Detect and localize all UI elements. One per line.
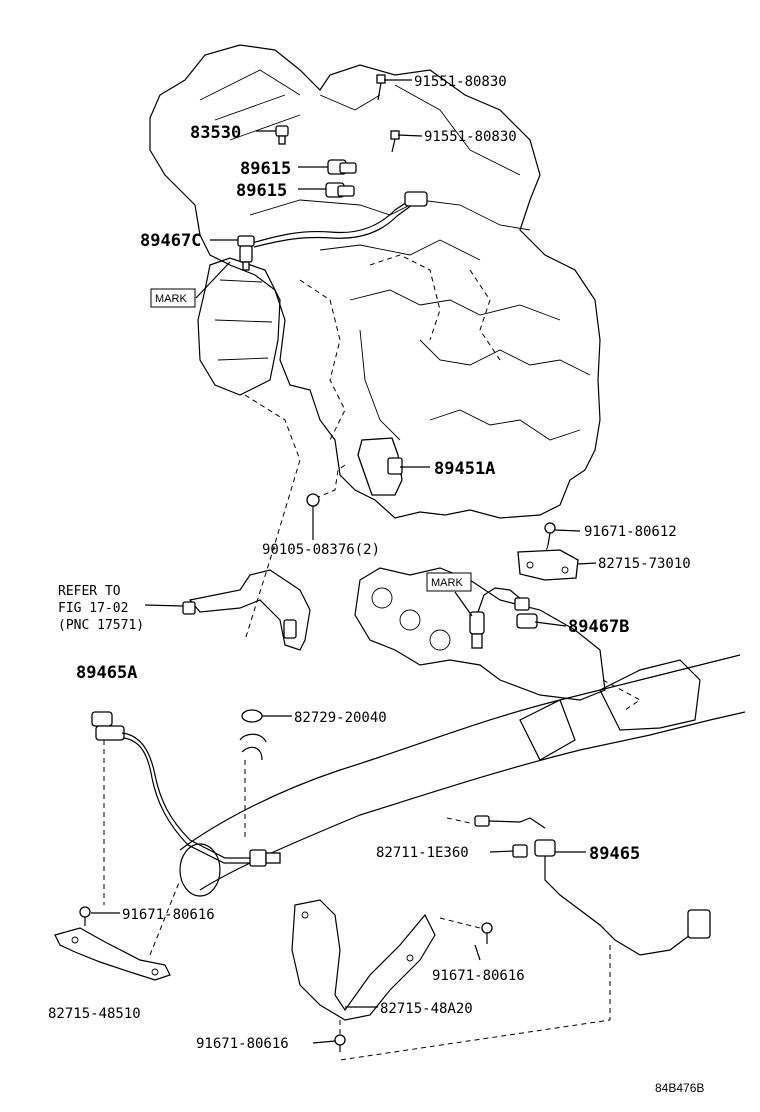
label-91671-80612: 91671-80612	[584, 524, 677, 540]
label-89451a: 89451A	[434, 459, 495, 479]
label-90105-08376: 90105-08376(2)	[262, 542, 380, 558]
clip-82711-1e360	[512, 844, 528, 858]
refer-note-line1: REFER TO	[58, 584, 121, 599]
label-89615-upper: 89615	[240, 159, 291, 179]
connector-89467c	[404, 191, 428, 207]
label-82715-48a20: 82715-48A20	[380, 1001, 473, 1017]
bracket-refer-fig	[182, 569, 311, 651]
sensor-89451a	[357, 437, 403, 496]
refer-note-line3: (PNC 17571)	[58, 618, 144, 633]
label-89467c: 89467C	[140, 231, 201, 251]
label-82715-73010: 82715-73010	[598, 556, 691, 572]
refer-note-line2: FIG 17-02	[58, 601, 128, 616]
sensor-89465a	[91, 711, 281, 867]
sensor-89465	[474, 815, 711, 956]
label-91671-80616-left: 91671-80616	[122, 907, 215, 923]
bracket-82715-73010	[517, 549, 579, 581]
sensor-89467b	[469, 587, 538, 649]
bolt-91671-80616-mid	[481, 922, 493, 944]
mark-label-lower: MARK	[431, 577, 463, 589]
label-82711-1e360: 82711-1E360	[376, 845, 469, 861]
bolt-90105	[306, 493, 320, 520]
harness-89467c	[251, 199, 411, 244]
label-82729-20040: 82729-20040	[294, 710, 387, 726]
label-91551-80830-upper: 91551-80830	[414, 74, 507, 90]
label-91671-80616-mid: 91671-80616	[432, 968, 525, 984]
switch-83530	[275, 125, 289, 145]
label-89465: 89465	[589, 844, 640, 864]
bracket-82715-48510	[54, 927, 171, 981]
label-89467b: 89467B	[568, 617, 629, 637]
bracket-82715-48A20	[291, 899, 436, 1021]
exhaust-manifold	[354, 567, 606, 701]
sensor-89467c	[237, 235, 255, 271]
mark-box-lower	[426, 572, 472, 592]
illustration-code: 84B476B	[655, 1081, 704, 1095]
label-91671-80616-bottom: 91671-80616	[196, 1036, 289, 1052]
engine-assembly	[149, 44, 601, 641]
bolt-91551-lower	[390, 130, 400, 153]
clamp-82729-20040	[239, 709, 267, 761]
label-82715-48510: 82715-48510	[48, 1006, 141, 1022]
label-83530: 83530	[190, 123, 241, 143]
bolt-91671-80616-left	[79, 906, 91, 926]
bolt-91671-80612	[544, 522, 556, 546]
knock-sensor-89615-upper	[327, 159, 357, 175]
knock-sensor-89615-lower	[325, 182, 355, 198]
mark-label-upper: MARK	[155, 293, 187, 305]
mark-box-upper	[150, 288, 196, 308]
bolt-91671-80616-bottom	[334, 1034, 346, 1052]
label-89615-lower: 89615	[236, 181, 287, 201]
leader-lines	[91, 79, 597, 1044]
label-89465a: 89465A	[76, 663, 137, 683]
bolt-91551-upper	[376, 74, 386, 101]
label-91551-80830-lower: 91551-80830	[424, 129, 517, 145]
